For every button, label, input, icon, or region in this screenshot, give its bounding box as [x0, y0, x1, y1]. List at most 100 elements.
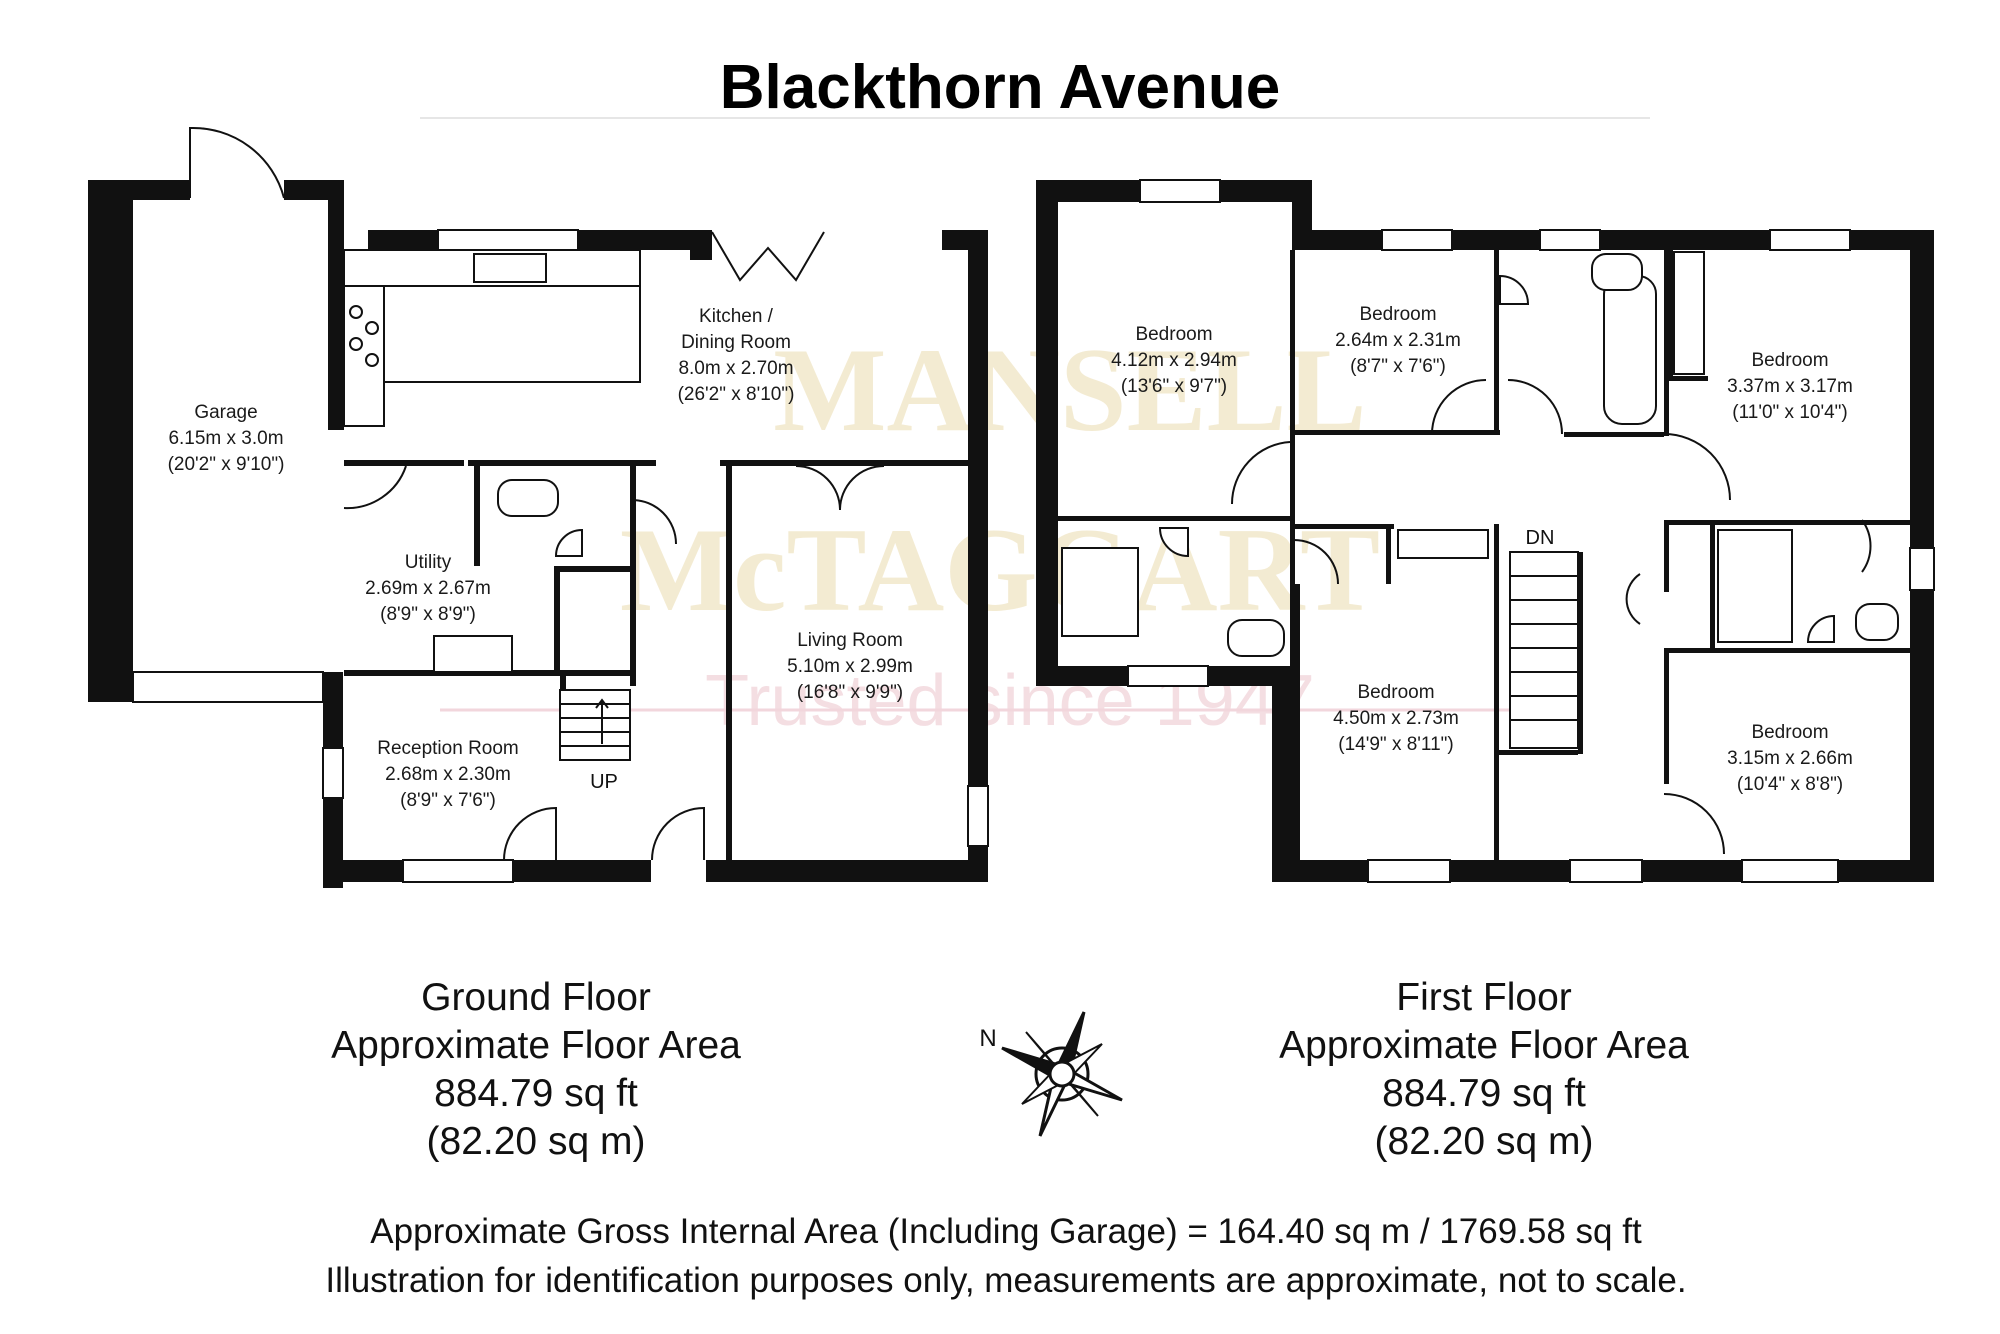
room-label-bedroom-2: Bedroom 2.64m x 2.31m (8'7" x 7'6"): [1335, 304, 1461, 377]
svg-text:Bedroom: Bedroom: [1357, 682, 1434, 703]
bedroom2-door: [1431, 379, 1487, 435]
wardrobe2-icon: [1673, 251, 1705, 375]
room-label-bedroom-1: Bedroom 4.12m x 2.94m (13'6" x 9'7"): [1111, 324, 1237, 397]
living-room-window: [967, 785, 989, 847]
kitchen-island: [383, 285, 641, 383]
svg-text:2.64m x 2.31m: 2.64m x 2.31m: [1335, 330, 1461, 351]
svg-text:First Floor: First Floor: [1396, 976, 1572, 1019]
svg-text:(26'2" x 8'10"): (26'2" x 8'10"): [678, 384, 795, 405]
svg-text:6.15m x 3.0m: 6.15m x 3.0m: [168, 428, 283, 449]
svg-text:4.50m x 2.73m: 4.50m x 2.73m: [1333, 708, 1459, 729]
shower-room-shower-icon: [1717, 529, 1793, 643]
garage-door: [189, 126, 285, 199]
svg-text:(8'9" x 7'6"): (8'9" x 7'6"): [400, 790, 496, 811]
bedroom1-door: [1230, 441, 1291, 505]
stairs-up: [559, 689, 631, 761]
kitchen-walls: [368, 229, 988, 880]
svg-text:3.37m x 3.17m: 3.37m x 3.17m: [1727, 376, 1853, 397]
gross-area-text: Approximate Gross Internal Area (Includi…: [370, 1212, 1642, 1251]
svg-text:Garage: Garage: [194, 402, 257, 423]
first-floor-outer-walls: [1036, 179, 1935, 883]
bedroom3-door: [1663, 433, 1731, 501]
stairs-up-label: UP: [590, 771, 618, 793]
room-label-utility: Utility 2.69m x 2.67m (8'9" x 8'9"): [365, 552, 491, 625]
svg-text:2.69m x 2.67m: 2.69m x 2.67m: [365, 578, 491, 599]
svg-text:Approximate Floor Area: Approximate Floor Area: [331, 1024, 741, 1067]
wc-door: [631, 499, 677, 545]
svg-text:(16'8" x 9'9"): (16'8" x 9'9"): [797, 682, 903, 703]
bathroom-toilet-icon: [1591, 253, 1643, 291]
svg-text:Kitchen /: Kitchen /: [699, 306, 774, 327]
svg-text:5.10m x 2.99m: 5.10m x 2.99m: [787, 656, 913, 677]
svg-text:8.0m x 2.70m: 8.0m x 2.70m: [678, 358, 793, 379]
room-label-bedroom-5: Bedroom 3.15m x 2.66m (10'4" x 8'8"): [1727, 722, 1853, 795]
svg-text:Approximate Floor Area: Approximate Floor Area: [1279, 1024, 1689, 1067]
ensuite-basin-icon: [1158, 527, 1189, 558]
room-label-reception-room: Reception Room 2.68m x 2.30m (8'9" x 7'6…: [377, 738, 519, 811]
compass-rose-icon: [1001, 1011, 1123, 1137]
svg-text:4.12m x 2.94m: 4.12m x 2.94m: [1111, 350, 1237, 371]
svg-text:Bedroom: Bedroom: [1751, 350, 1828, 371]
utility-sink: [433, 635, 513, 673]
front-door: [651, 806, 705, 861]
svg-text:2.68m x 2.30m: 2.68m x 2.30m: [385, 764, 511, 785]
svg-text:Bedroom: Bedroom: [1751, 722, 1828, 743]
room-label-living-room: Living Room 5.10m x 2.99m (16'8" x 9'9"): [787, 630, 913, 703]
page-title: Blackthorn Avenue: [720, 53, 1280, 122]
svg-text:(10'4" x 8'8"): (10'4" x 8'8"): [1737, 774, 1843, 795]
ensuite-door: [1293, 539, 1339, 585]
svg-text:(82.20 sq m): (82.20 sq m): [427, 1120, 646, 1163]
living-room-doors: [795, 465, 885, 511]
bifold-doors: [711, 231, 825, 282]
svg-text:Bedroom: Bedroom: [1135, 324, 1212, 345]
svg-text:Dining Room: Dining Room: [681, 332, 791, 353]
bath-icon: [1603, 275, 1657, 425]
shower-room-basin-icon: [1806, 614, 1835, 643]
ensuite-toilet-icon: [1227, 619, 1285, 657]
ensuite-shower-icon: [1061, 547, 1139, 637]
svg-text:Ground Floor: Ground Floor: [421, 976, 651, 1019]
stairs-down-label: DN: [1526, 527, 1555, 549]
svg-text:(20'2" x 9'10"): (20'2" x 9'10"): [168, 454, 285, 475]
bathroom-door: [1507, 379, 1563, 435]
svg-text:884.79 sq ft: 884.79 sq ft: [1382, 1072, 1586, 1115]
svg-text:(82.20 sq m): (82.20 sq m): [1375, 1120, 1594, 1163]
svg-text:(11'0" x 10'4"): (11'0" x 10'4"): [1732, 402, 1847, 423]
room-label-garage: Garage 6.15m x 3.0m (20'2" x 9'10"): [168, 402, 285, 475]
svg-text:Bedroom: Bedroom: [1359, 304, 1436, 325]
reception-door: [503, 806, 557, 861]
room-label-bedroom-4: Bedroom 4.50m x 2.73m (14'9" x 8'11"): [1333, 682, 1459, 755]
svg-text:3.15m x 2.66m: 3.15m x 2.66m: [1727, 748, 1853, 769]
svg-text:(13'6" x 9'7"): (13'6" x 9'7"): [1121, 376, 1227, 397]
bedroom5-door: [1663, 793, 1725, 855]
ground-floor-plan: UP Garage 6.15m x 3.0m (20'2" x 9'10") K…: [88, 126, 989, 888]
svg-text:(8'7" x 7'6"): (8'7" x 7'6"): [1350, 356, 1446, 377]
sink-icon: [473, 253, 547, 283]
compass-north-label: N: [979, 1025, 996, 1052]
svg-text:Reception Room: Reception Room: [377, 738, 519, 759]
svg-text:(8'9" x 8'9"): (8'9" x 8'9"): [380, 604, 476, 625]
svg-text:884.79 sq ft: 884.79 sq ft: [434, 1072, 638, 1115]
svg-text:Living Room: Living Room: [797, 630, 903, 651]
watermark-brand-line1: MANSELL: [773, 323, 1366, 456]
first-floor-area: First Floor Approximate Floor Area 884.7…: [1279, 976, 1689, 1163]
wc-basin-icon: [554, 528, 583, 557]
kitchen-side-units: [343, 285, 385, 427]
svg-text:(14'9" x 8'11"): (14'9" x 8'11"): [1338, 734, 1453, 755]
room-label-kitchen: Kitchen / Dining Room 8.0m x 2.70m (26'2…: [678, 306, 795, 405]
watermark: MANSELL McTAGGART Trusted since 1947: [440, 323, 1580, 741]
disclaimer-text: Illustration for identification purposes…: [325, 1261, 1686, 1300]
watermark-brand-line2: McTAGGART: [620, 503, 1380, 636]
shower-room-door: [1861, 519, 1872, 573]
wardrobe-icon: [1397, 529, 1489, 559]
ground-floor-area: Ground Floor Approximate Floor Area 884.…: [331, 976, 741, 1163]
bathroom-basin-icon: [1499, 274, 1530, 305]
room-label-bedroom-3: Bedroom 3.37m x 3.17m (11'0" x 10'4"): [1727, 350, 1853, 423]
cupboard-door: [1625, 573, 1641, 625]
utility-door: [343, 465, 407, 510]
reception-walls: [322, 682, 988, 888]
first-floor-plan: DN Bedroom 4.12m x 2.94m (13'6" x 9'7") …: [1036, 179, 1935, 883]
shower-room-toilet-icon: [1855, 603, 1899, 641]
wc-toilet-icon: [497, 479, 559, 517]
